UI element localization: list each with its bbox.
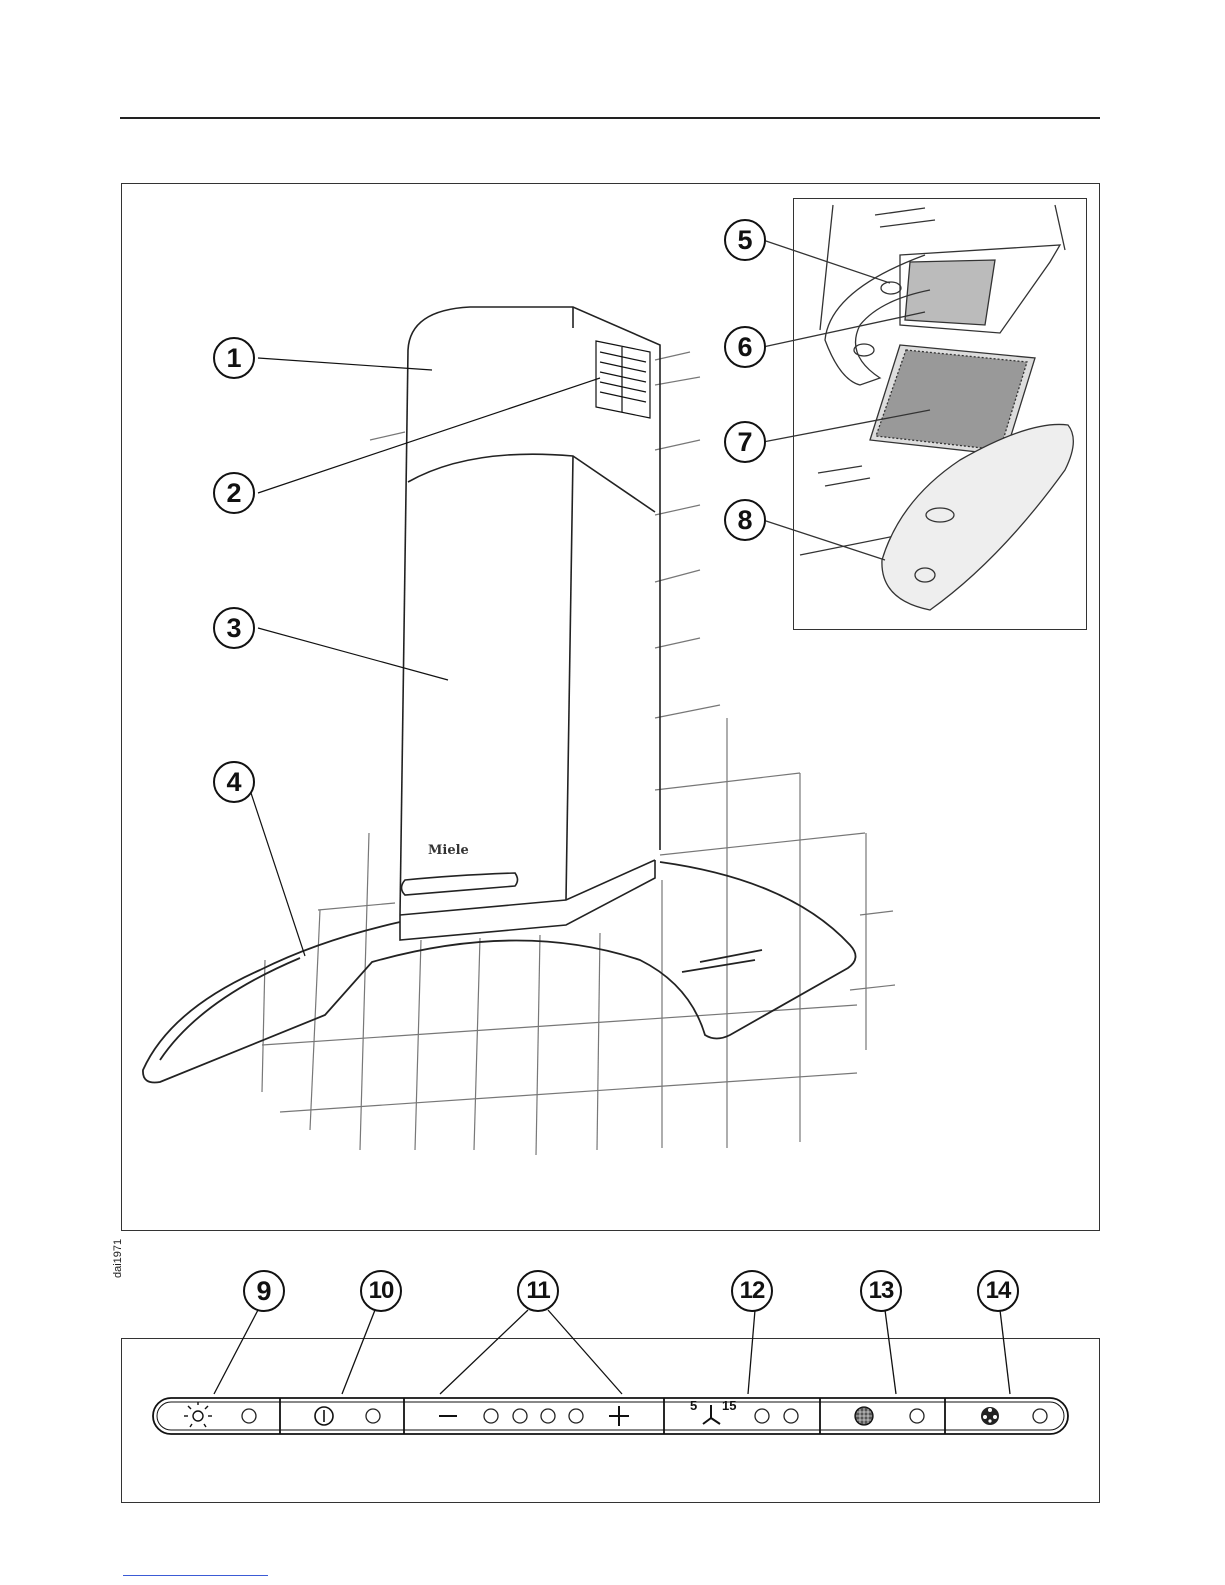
glass-canopy xyxy=(143,862,856,1083)
callout-9: 9 xyxy=(243,1270,285,1312)
charcoal-filter-icon xyxy=(981,1407,999,1425)
callout-10: 10 xyxy=(360,1270,402,1312)
footer-link-underline[interactable] xyxy=(123,1575,268,1576)
callout-3: 3 xyxy=(213,607,255,649)
callout-7: 7 xyxy=(724,421,766,463)
callout-4: 4 xyxy=(213,761,255,803)
callout-1: 1 xyxy=(213,337,255,379)
fan-speed-label-5: 5 xyxy=(690,1398,697,1413)
hood-base xyxy=(400,860,655,940)
grease-filter-icon xyxy=(855,1407,873,1425)
document-reference-code: dai1971 xyxy=(112,1239,124,1278)
inset-filter-detail xyxy=(763,205,1073,610)
callout-8: 8 xyxy=(724,499,766,541)
callout-6: 6 xyxy=(724,326,766,368)
callout-14: 14 xyxy=(977,1270,1019,1312)
chimney xyxy=(400,307,660,915)
callout-12: 12 xyxy=(731,1270,773,1312)
callout-11: 11 xyxy=(517,1270,559,1312)
callout-2: 2 xyxy=(213,472,255,514)
callout-13: 13 xyxy=(860,1270,902,1312)
leader-lines-panel xyxy=(214,1310,1010,1394)
brand-logo: Miele xyxy=(428,843,469,858)
wall-tiles xyxy=(262,352,895,1155)
callout-5: 5 xyxy=(724,219,766,261)
leader-lines-main xyxy=(250,358,600,956)
fan-speed-label-15: 15 xyxy=(722,1398,736,1413)
vent-grille xyxy=(596,341,650,418)
